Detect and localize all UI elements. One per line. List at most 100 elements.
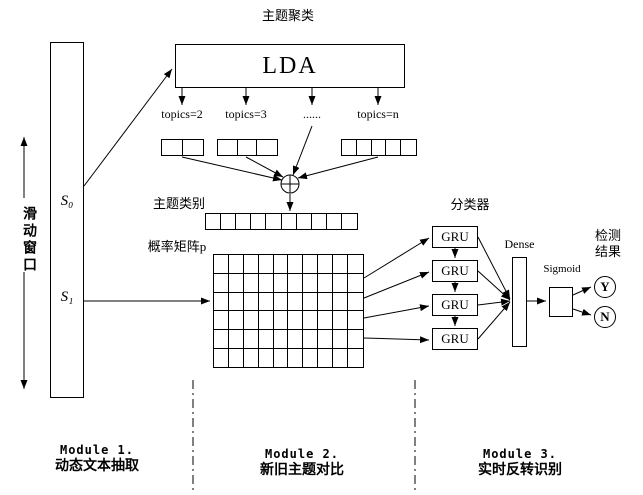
grid-cell bbox=[288, 292, 304, 312]
grid-cell bbox=[228, 292, 244, 312]
grid-cell bbox=[162, 140, 183, 155]
grid-cell bbox=[183, 140, 204, 155]
grid-cell bbox=[214, 255, 229, 274]
grid-cell bbox=[303, 330, 319, 350]
grid-cell bbox=[273, 255, 289, 274]
grid-cell bbox=[214, 292, 229, 312]
grid-cell bbox=[288, 273, 304, 293]
topics-n-label: topics=n bbox=[357, 107, 399, 121]
grid-cell bbox=[348, 274, 363, 293]
grid-cell bbox=[342, 140, 357, 155]
dense-box bbox=[512, 257, 527, 347]
grid-cell bbox=[348, 349, 363, 367]
grid-cell bbox=[257, 140, 277, 155]
grid-cell bbox=[228, 273, 244, 293]
grid-cell bbox=[214, 273, 229, 293]
module-1-title: Module 1. bbox=[59, 443, 135, 457]
grid-cell bbox=[273, 330, 289, 350]
grid-cell bbox=[218, 140, 238, 155]
grid-cell bbox=[318, 255, 334, 274]
grid-cell bbox=[288, 311, 304, 331]
grid-cell bbox=[243, 330, 259, 350]
probability-matrix-grid bbox=[213, 254, 364, 368]
grid-cell bbox=[258, 311, 274, 331]
grid-cell bbox=[238, 140, 258, 155]
grid-cell bbox=[273, 311, 289, 331]
grid-cell bbox=[333, 311, 349, 331]
result-yes-circle: Y bbox=[594, 276, 616, 298]
topic-category-row bbox=[205, 213, 358, 230]
grid-cell bbox=[288, 349, 304, 367]
grid-cell bbox=[342, 214, 357, 229]
sigmoid-box bbox=[549, 287, 573, 317]
grid-cell bbox=[214, 349, 229, 367]
grid-cell bbox=[258, 255, 274, 274]
sliding-window-label: 滑动窗口 bbox=[21, 206, 36, 274]
grid-cell bbox=[318, 311, 334, 331]
topic-clustering-label: 主题聚类 bbox=[261, 8, 314, 23]
grid-cell bbox=[333, 292, 349, 312]
grid-cell bbox=[303, 292, 319, 312]
module-1-subtitle: 动态文本抽取 bbox=[55, 459, 139, 474]
grid-cell bbox=[312, 214, 327, 229]
module-2-title: Module 2. bbox=[264, 447, 340, 461]
segment-s0-label: S₀ bbox=[60, 193, 74, 209]
grid-cell bbox=[303, 311, 319, 331]
grid-cell bbox=[297, 214, 312, 229]
grid-cell bbox=[243, 255, 259, 274]
sigmoid-label: Sigmoid bbox=[543, 263, 581, 275]
lda-box: LDA bbox=[175, 44, 405, 88]
grid-cell bbox=[244, 349, 259, 367]
grid-cell bbox=[318, 349, 334, 367]
grid-cell bbox=[243, 273, 259, 293]
grid-cell bbox=[348, 293, 363, 312]
module-3-subtitle: 实时反转识别 bbox=[478, 463, 562, 478]
grid-cell bbox=[372, 140, 387, 155]
topics-2-cells bbox=[161, 139, 204, 156]
grid-cell bbox=[348, 255, 363, 274]
grid-cell bbox=[274, 349, 289, 367]
grid-cell bbox=[357, 140, 372, 155]
grid-cell bbox=[333, 330, 349, 350]
gru-box-1: GRU bbox=[432, 226, 478, 248]
segment-s1-label: S₁ bbox=[60, 289, 74, 305]
grid-cell bbox=[228, 311, 244, 331]
gru-box-4: GRU bbox=[432, 328, 478, 350]
grid-cell bbox=[318, 292, 334, 312]
grid-cell bbox=[318, 273, 334, 293]
grid-cell bbox=[228, 330, 244, 350]
topics-3-label: topics=3 bbox=[225, 107, 267, 121]
sliding-window-rect bbox=[50, 42, 84, 398]
grid-cell bbox=[348, 330, 363, 350]
module-3-title: Module 3. bbox=[482, 447, 558, 461]
topics-2-label: topics=2 bbox=[161, 107, 203, 121]
grid-cell bbox=[259, 349, 274, 367]
grid-cell bbox=[258, 330, 274, 350]
grid-cell bbox=[333, 255, 349, 274]
grid-cell bbox=[236, 214, 252, 229]
grid-cell bbox=[228, 255, 244, 274]
grid-cell bbox=[288, 255, 304, 274]
topic-category-label: 主题类别 bbox=[152, 196, 205, 211]
grid-cell bbox=[266, 214, 282, 229]
grid-cell bbox=[258, 273, 274, 293]
grid-cell bbox=[288, 330, 304, 350]
grid-cell bbox=[221, 214, 237, 229]
gru-box-2: GRU bbox=[432, 260, 478, 282]
grid-cell bbox=[273, 273, 289, 293]
grid-cell bbox=[318, 330, 334, 350]
module-2-subtitle: 新旧主题对比 bbox=[260, 463, 344, 478]
grid-cell bbox=[333, 273, 349, 293]
gru-box-3: GRU bbox=[432, 294, 478, 316]
classifier-label: 分类器 bbox=[450, 197, 490, 212]
grid-cell bbox=[229, 349, 244, 367]
grid-cell bbox=[214, 311, 229, 331]
grid-cell bbox=[214, 330, 229, 350]
grid-cell bbox=[348, 311, 363, 331]
topics-n-cells bbox=[341, 139, 417, 156]
dense-label: Dense bbox=[504, 237, 535, 251]
grid-cell bbox=[303, 273, 319, 293]
grid-cell bbox=[206, 214, 222, 229]
